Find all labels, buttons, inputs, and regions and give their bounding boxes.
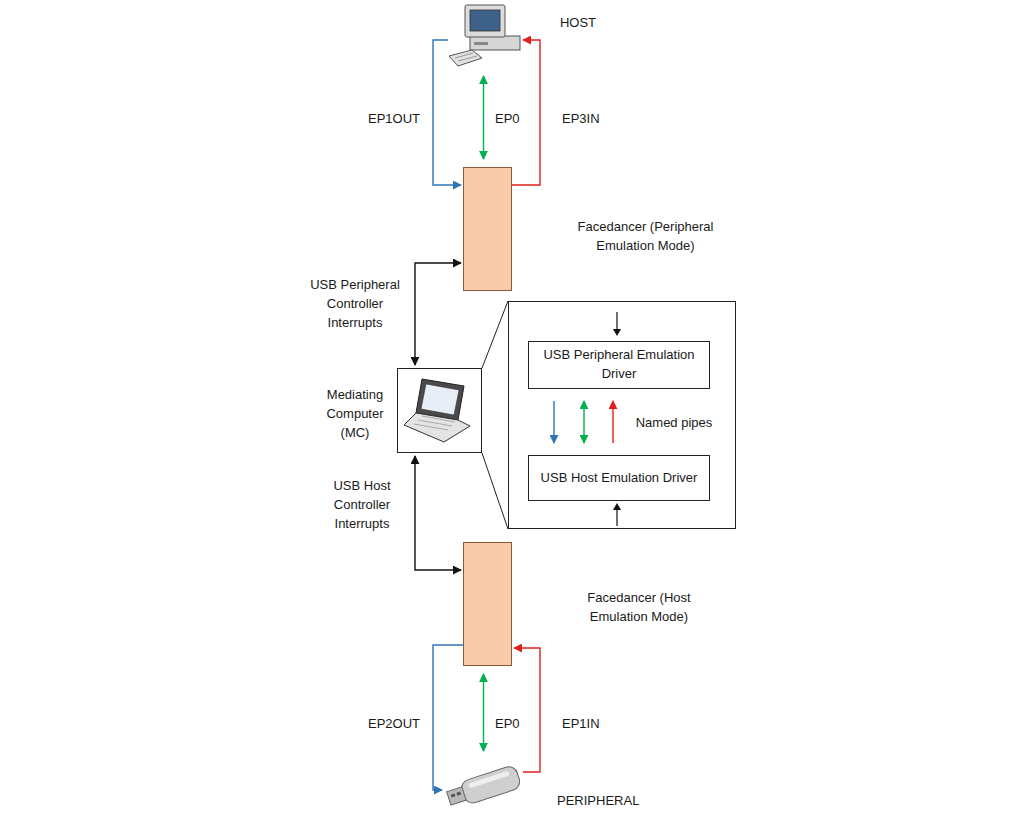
node-caption: PERIPHERAL [557, 792, 639, 811]
monitor [465, 5, 505, 37]
computer-box: Mediating Computer (MC) [397, 368, 482, 453]
connector-arrow [612, 401, 613, 443]
edge-label: USB Host Controller Interrupts [324, 477, 400, 534]
drive-slot [474, 42, 488, 45]
box-label: USB Host Emulation Driver [541, 469, 698, 488]
keyboard [449, 50, 482, 66]
laptop-base [404, 413, 470, 442]
input-arrow [616, 508, 617, 526]
node-caption: Facedancer (Peripheral Emulation Mode) [558, 218, 733, 256]
laptop-icon [404, 379, 470, 442]
connector-arrow [483, 674, 484, 751]
connector-arrow [415, 456, 461, 570]
usb-plug [447, 787, 467, 805]
keyboard-keys [455, 53, 477, 61]
desktop-case [470, 36, 520, 50]
usb-plug-hole [451, 793, 456, 797]
box-label: USB Peripheral Emulation Driver [537, 346, 701, 384]
connector-arrow [583, 401, 584, 443]
connector-arrow [433, 40, 461, 185]
usb-stick-body [459, 764, 522, 805]
monitor-screen [470, 10, 500, 31]
zoom-leader-line [482, 301, 508, 368]
connector-arrow [415, 263, 461, 365]
edge-label: USB Peripheral Controller Interrupts [304, 276, 406, 333]
node-caption: HOST [557, 14, 599, 33]
laptop-screen [421, 384, 459, 415]
connector-arrow [514, 648, 540, 772]
driver-box: USB Peripheral Emulation Driver [528, 341, 710, 389]
node-caption: Mediating Computer (MC) [321, 386, 389, 443]
edge-label: EP2OUT [356, 715, 420, 734]
input-arrow [616, 312, 617, 331]
connector-arrow [433, 645, 463, 790]
edge-label: EP3IN [562, 110, 612, 129]
edge-label: EP1IN [562, 715, 612, 734]
zoom-box: Named pipes USB Peripheral Emulation Driv… [508, 301, 736, 529]
host-node: HOST [448, 5, 521, 70]
laptop-keys [414, 416, 455, 430]
usb-plug-hole [456, 792, 461, 796]
arrow-head [613, 329, 621, 336]
node-caption: Named pipes [629, 414, 719, 433]
node-caption: Facedancer (Host Emulation Mode) [564, 589, 714, 627]
edge-label: EP1OUT [356, 110, 420, 129]
facedancer-box: Facedancer (Peripheral Emulation Mode) [463, 167, 512, 291]
usb-stick-icon [445, 764, 522, 809]
driver-box: USB Host Emulation Driver [528, 455, 710, 501]
arrow-head [613, 503, 621, 510]
usb-stick-highlight [468, 771, 509, 789]
facedancer-box: Facedancer (Host Emulation Mode) [463, 542, 512, 666]
host-computer-icon [449, 5, 520, 66]
edge-label: EP0 [495, 715, 535, 734]
connector-arrow [553, 401, 554, 443]
connector-arrow [483, 76, 484, 159]
edge-label: EP0 [495, 110, 535, 129]
peripheral-node: PERIPHERAL [443, 755, 523, 818]
zoom-leader-line [482, 453, 508, 529]
